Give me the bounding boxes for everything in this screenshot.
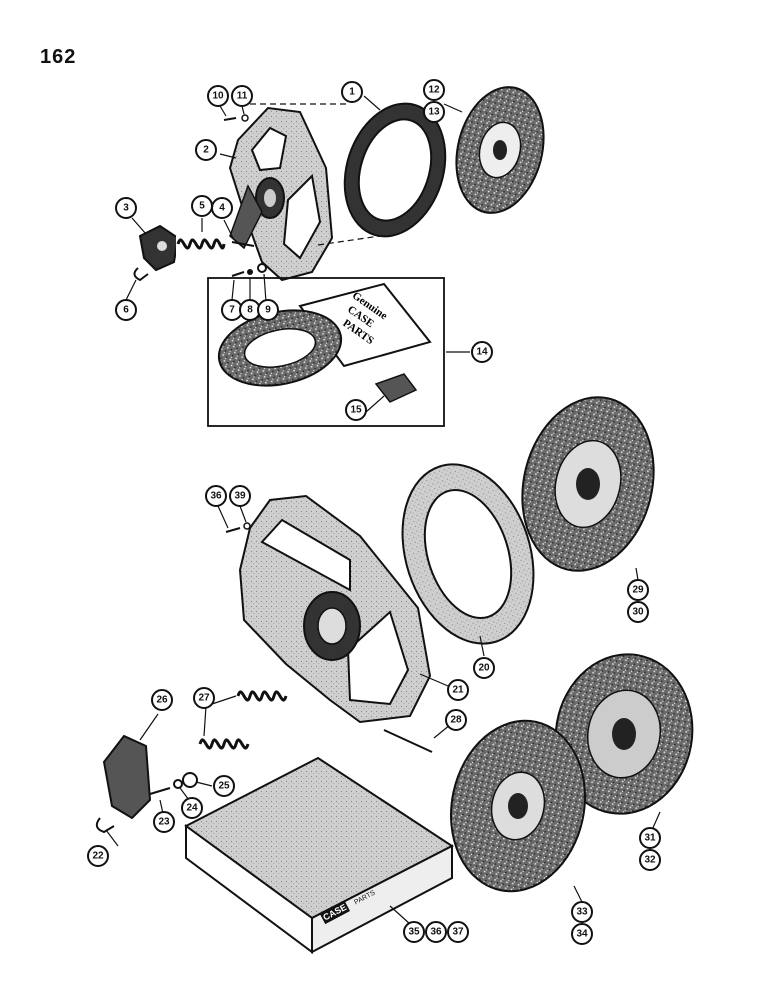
callout-34: 34 bbox=[571, 923, 593, 945]
svg-text:6: 6 bbox=[123, 305, 129, 316]
callout-36-top: 36 bbox=[205, 485, 227, 507]
svg-text:39: 39 bbox=[234, 491, 246, 502]
svg-text:8: 8 bbox=[247, 305, 253, 316]
pressure-plate-lower bbox=[401, 463, 535, 645]
callout-36-bottom: 36 bbox=[425, 921, 447, 943]
bolt-28 bbox=[383, 729, 433, 753]
callout-22: 22 bbox=[87, 845, 109, 867]
clutch-housing-lower bbox=[238, 494, 432, 724]
callout-28: 28 bbox=[445, 709, 467, 731]
svg-text:36: 36 bbox=[210, 491, 222, 502]
callout-11: 11 bbox=[231, 85, 253, 107]
callout-29: 29 bbox=[627, 579, 649, 601]
callout-25: 25 bbox=[213, 775, 235, 797]
callout-10: 10 bbox=[207, 85, 229, 107]
clutch-disc-31 bbox=[554, 653, 694, 815]
svg-text:14: 14 bbox=[476, 347, 488, 358]
clutch-disc-upper bbox=[455, 86, 545, 214]
svg-text:31: 31 bbox=[644, 833, 656, 844]
callout-9: 9 bbox=[257, 299, 279, 321]
callout-37: 37 bbox=[447, 921, 469, 943]
svg-text:12: 12 bbox=[428, 85, 440, 96]
callout-5: 5 bbox=[191, 195, 213, 217]
svg-text:37: 37 bbox=[452, 927, 464, 938]
page-number: 162 bbox=[40, 46, 77, 68]
clutch-disc-33 bbox=[450, 719, 586, 893]
callout-2: 2 bbox=[195, 139, 217, 161]
svg-text:26: 26 bbox=[156, 695, 168, 706]
callout-20: 20 bbox=[473, 657, 495, 679]
svg-text:20: 20 bbox=[478, 663, 490, 674]
svg-text:3: 3 bbox=[123, 203, 129, 214]
svg-text:35: 35 bbox=[408, 927, 420, 938]
kit-box-14 bbox=[207, 277, 445, 427]
callout-33: 33 bbox=[571, 901, 593, 923]
callout-14: 14 bbox=[471, 341, 493, 363]
callout-26: 26 bbox=[151, 689, 173, 711]
svg-text:34: 34 bbox=[576, 929, 588, 940]
svg-text:28: 28 bbox=[450, 715, 462, 726]
svg-text:7: 7 bbox=[229, 305, 235, 316]
svg-text:23: 23 bbox=[158, 817, 170, 828]
callout-21: 21 bbox=[447, 679, 469, 701]
svg-text:36: 36 bbox=[430, 927, 442, 938]
callout-39: 39 bbox=[229, 485, 251, 507]
parts-box-35: CASE PARTS bbox=[184, 756, 454, 954]
svg-text:21: 21 bbox=[452, 685, 464, 696]
svg-text:33: 33 bbox=[576, 907, 588, 918]
svg-text:10: 10 bbox=[212, 91, 224, 102]
callout-4: 4 bbox=[211, 197, 233, 219]
svg-text:9: 9 bbox=[265, 305, 271, 316]
springs-27 bbox=[198, 690, 288, 750]
spring-upper bbox=[176, 232, 226, 256]
callout-24: 24 bbox=[181, 797, 203, 819]
svg-text:32: 32 bbox=[644, 855, 656, 866]
svg-text:5: 5 bbox=[199, 201, 205, 212]
callout-15: 15 bbox=[345, 399, 367, 421]
clutch-housing-upper bbox=[228, 106, 334, 282]
leader-lines bbox=[105, 95, 661, 925]
svg-text:1: 1 bbox=[349, 87, 355, 98]
clutch-disc-29 bbox=[521, 396, 655, 572]
svg-text:11: 11 bbox=[237, 91, 248, 102]
svg-text:13: 13 bbox=[428, 107, 440, 118]
callout-35: 35 bbox=[403, 921, 425, 943]
callout-30: 30 bbox=[627, 601, 649, 623]
callout-27: 27 bbox=[193, 687, 215, 709]
callout-23: 23 bbox=[153, 811, 175, 833]
callout-31: 31 bbox=[639, 827, 661, 849]
callout-12: 12 bbox=[423, 79, 445, 101]
callout-6: 6 bbox=[115, 299, 137, 321]
pressure-plate-ring bbox=[343, 102, 447, 238]
callout-13: 13 bbox=[423, 101, 445, 123]
bolt-4 bbox=[231, 241, 255, 247]
callout-3: 3 bbox=[115, 197, 137, 219]
svg-text:4: 4 bbox=[219, 203, 225, 214]
svg-text:2: 2 bbox=[203, 145, 209, 156]
svg-text:27: 27 bbox=[198, 693, 210, 704]
svg-text:25: 25 bbox=[218, 781, 230, 792]
release-fork-lower bbox=[95, 734, 152, 834]
svg-text:15: 15 bbox=[350, 405, 362, 416]
svg-text:22: 22 bbox=[92, 851, 104, 862]
callout-32: 32 bbox=[639, 849, 661, 871]
release-fork-upper bbox=[133, 224, 180, 282]
svg-text:29: 29 bbox=[632, 585, 644, 596]
svg-text:30: 30 bbox=[632, 607, 644, 618]
svg-text:24: 24 bbox=[186, 803, 198, 814]
callout-1: 1 bbox=[341, 81, 363, 103]
